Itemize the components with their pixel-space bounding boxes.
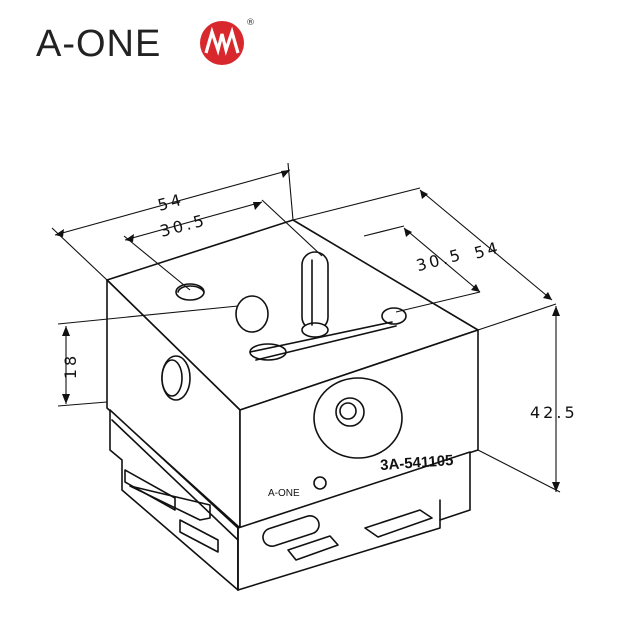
body-brand: A-ONE [268,488,300,499]
tab-mid [287,535,339,561]
top-hole-center [235,295,269,333]
dim-top-inner-width: 30.5 [158,210,209,241]
tab-right [364,509,433,538]
part-number: 3A-541105 [380,452,454,474]
front-slot [262,515,320,547]
dim-top-width: 54 [156,190,186,215]
dim-left-height: 18 [61,353,80,379]
zigzag-mountain-icon [200,21,244,65]
front-small-logo [313,476,327,490]
locating-pin [301,251,329,331]
top-hole-right [381,307,407,325]
brand-logo: A-ONE ® [36,18,266,72]
dim-overall-height: 42.5 [530,403,578,422]
logo-text: A-ONE [36,23,162,65]
dim-right-depth: 54 [472,238,502,263]
registered-mark: ® [246,18,255,28]
dim-right-inner-depth: 30.5 [414,245,465,276]
